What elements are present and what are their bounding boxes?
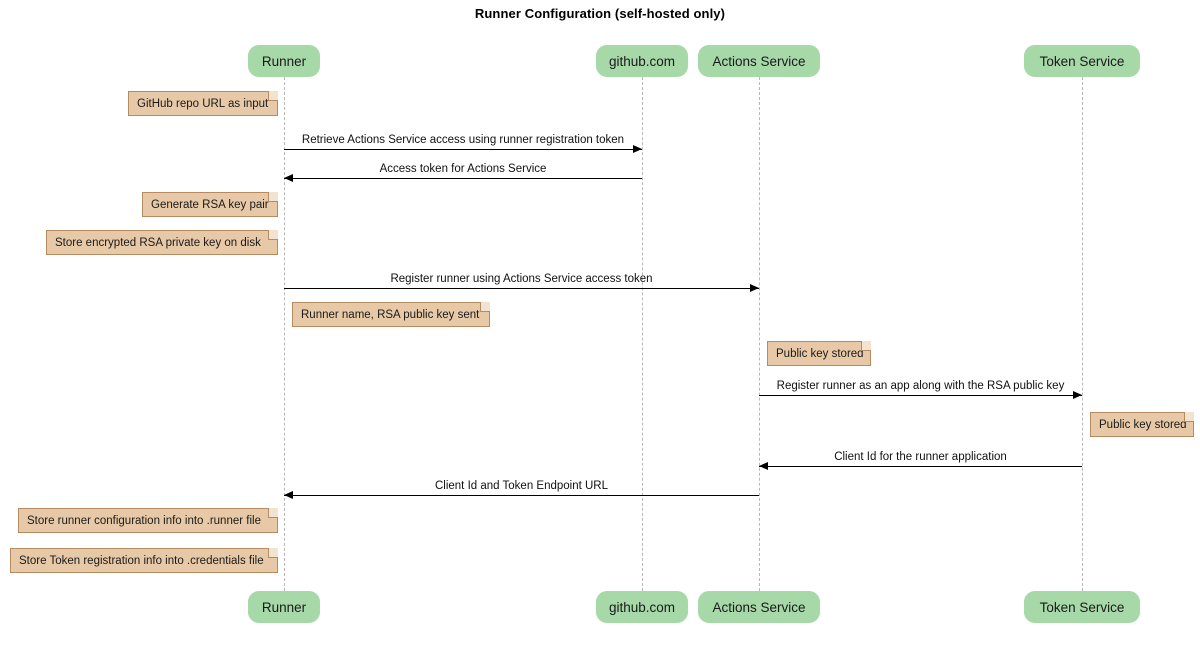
participant-runner-top[interactable]: Runner [248, 45, 320, 77]
message-label-m5: Client Id for the runner application [834, 451, 1007, 463]
participant-github-top[interactable]: github.com [596, 45, 688, 77]
message-line-m5 [759, 466, 1082, 467]
message-label-m1: Retrieve Actions Service access using ru… [301, 134, 625, 146]
note-n3: Store encrypted RSA private key on disk [46, 230, 278, 255]
message-line-m4 [759, 395, 1082, 396]
note-text: Generate RSA key pair [151, 199, 269, 211]
message-line-m2 [284, 178, 642, 179]
participant-actions-bottom[interactable]: Actions Service [698, 591, 820, 623]
note-fold-corner-icon [268, 91, 278, 101]
note-fold-corner-icon [1184, 412, 1194, 422]
participant-github-bottom[interactable]: github.com [596, 591, 688, 623]
note-n1: GitHub repo URL as input [128, 91, 278, 116]
note-text: Public key stored [1099, 419, 1187, 431]
lifeline-github [642, 77, 643, 591]
participant-token-top[interactable]: Token Service [1024, 45, 1140, 77]
arrowhead-m2 [284, 174, 293, 182]
message-label-m2: Access token for Actions Service [379, 163, 547, 175]
note-n2: Generate RSA key pair [142, 192, 278, 217]
note-text: Public key stored [776, 348, 864, 360]
participant-runner-bottom[interactable]: Runner [248, 591, 320, 623]
lifeline-token [1082, 77, 1083, 591]
message-line-m1 [284, 149, 642, 150]
note-fold-corner-icon [861, 341, 871, 351]
message-label-m6: Client Id and Token Endpoint URL [434, 480, 609, 492]
note-n6: Public key stored [1090, 412, 1194, 437]
arrowhead-m4 [1073, 391, 1082, 399]
note-text: Store runner configuration info into .ru… [27, 515, 261, 527]
note-fold-corner-icon [268, 230, 278, 240]
note-text: GitHub repo URL as input [137, 98, 269, 110]
lifeline-actions [759, 77, 760, 591]
note-fold-corner-icon [268, 192, 278, 202]
participant-actions-top[interactable]: Actions Service [698, 45, 820, 77]
message-label-m3: Register runner using Actions Service ac… [390, 273, 653, 285]
page-title: Runner Configuration (self-hosted only) [474, 6, 726, 21]
note-text: Runner name, RSA public key sent [301, 309, 480, 321]
note-fold-corner-icon [268, 508, 278, 518]
arrowhead-m3 [750, 284, 759, 292]
arrowhead-m1 [633, 145, 642, 153]
arrowhead-m5 [759, 462, 768, 470]
message-line-m6 [284, 495, 759, 496]
note-text: Store encrypted RSA private key on disk [55, 237, 261, 249]
note-fold-corner-icon [268, 548, 278, 558]
participant-token-bottom[interactable]: Token Service [1024, 591, 1140, 623]
lifeline-runner [284, 77, 285, 591]
note-n7: Store runner configuration info into .ru… [18, 508, 278, 533]
note-n5: Public key stored [767, 341, 871, 366]
message-line-m3 [284, 288, 759, 289]
note-fold-corner-icon [480, 302, 490, 312]
message-label-m4: Register runner as an app along with the… [776, 380, 1065, 392]
note-text: Store Token registration info into .cred… [19, 555, 264, 567]
note-n4: Runner name, RSA public key sent [292, 302, 490, 327]
arrowhead-m6 [284, 491, 293, 499]
note-n8: Store Token registration info into .cred… [10, 548, 278, 573]
